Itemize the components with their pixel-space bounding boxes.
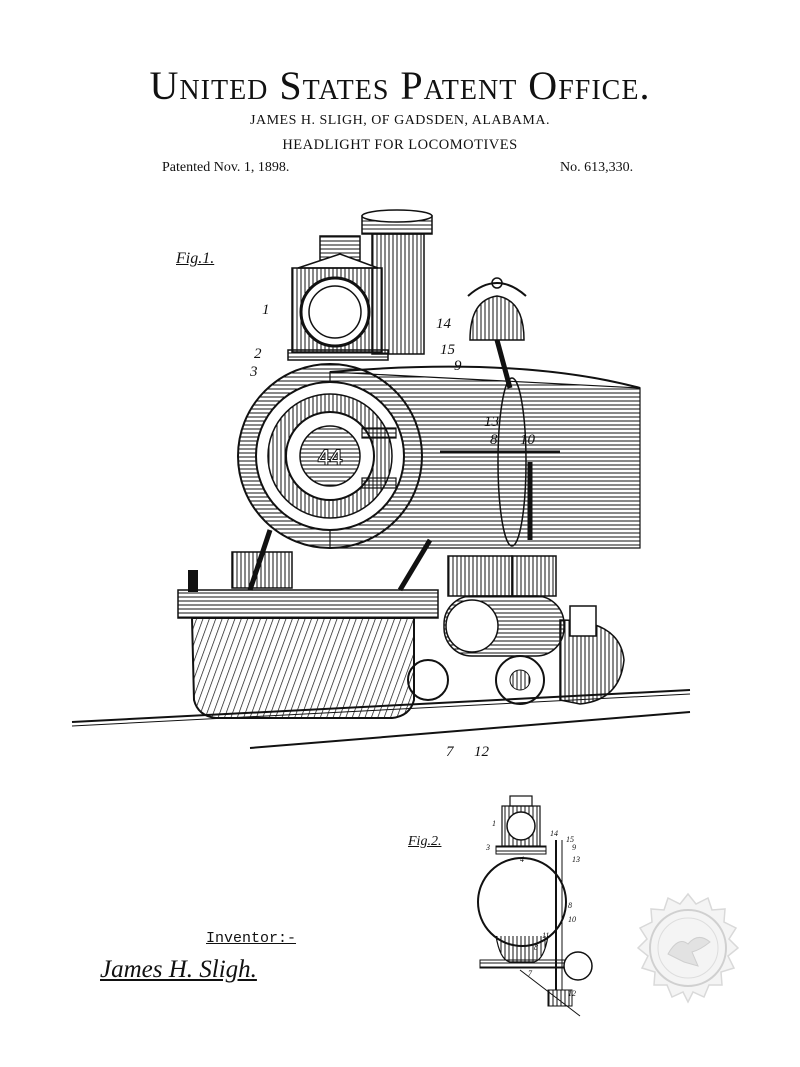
fig2-callout-10: 10 (568, 915, 576, 924)
callout-13: 13 (484, 414, 499, 430)
callout-14: 14 (436, 316, 452, 332)
callout-7: 7 (446, 744, 455, 760)
callout-12: 12 (474, 744, 490, 760)
fig2-callout-13: 13 (572, 855, 580, 864)
inventor-signature: James H. Sligh. (100, 956, 257, 983)
fig2-callout-7: 7 (528, 969, 533, 978)
office-title: United States Patent Office. (149, 63, 651, 108)
callout-9: 9 (454, 358, 462, 374)
fig2-callout-11: 11 (542, 931, 549, 940)
smokebox-number: 44 (318, 445, 343, 470)
callout-1: 1 (262, 302, 270, 318)
running-gear (177, 529, 625, 705)
locomotive-drawing: 44 1 2 3 14 15 9 13 8 10 7 12 (71, 209, 691, 760)
rails (71, 689, 691, 749)
callout-15: 15 (440, 342, 456, 358)
fig2-callout-3: 3 (485, 843, 490, 852)
front-elevation-drawing: 1 3 4 14 15 9 13 8 10 11 8 7 12 (477, 795, 593, 1017)
smokebox-front (237, 363, 423, 549)
patent-number: No. 613,330. (560, 160, 634, 175)
inventor-line: JAMES H. SLIGH, OF GADSDEN, ALABAMA. (250, 113, 550, 128)
bell (467, 277, 527, 389)
callout-3: 3 (249, 364, 258, 380)
fig2-callout-9: 9 (572, 843, 576, 852)
callout-2: 2 (254, 346, 262, 362)
fig2-callout-4: 4 (520, 855, 524, 864)
fig2-callout-1: 1 (492, 819, 496, 828)
callout-8: 8 (490, 432, 498, 448)
fig2-callout-8a: 8 (568, 901, 572, 910)
patent-subject: HEADLIGHT FOR LOCOMOTIVES (282, 137, 518, 153)
fig2-callout-14: 14 (550, 829, 558, 838)
inventor-label: Inventor:- (206, 930, 297, 947)
fig2-callout-15: 15 (566, 835, 574, 844)
figure-1-label: Fig.1. (176, 250, 215, 267)
figure-2-label: Fig.2. (408, 834, 442, 849)
patent-date: Patented Nov. 1, 1898. (162, 160, 290, 175)
cowcatcher (190, 617, 415, 719)
fig2-callout-12: 12 (568, 989, 576, 998)
headlight (287, 235, 389, 361)
fig2-callout-8b: 8 (534, 943, 538, 952)
callout-10: 10 (520, 432, 536, 448)
patent-seal-icon (636, 892, 740, 1004)
